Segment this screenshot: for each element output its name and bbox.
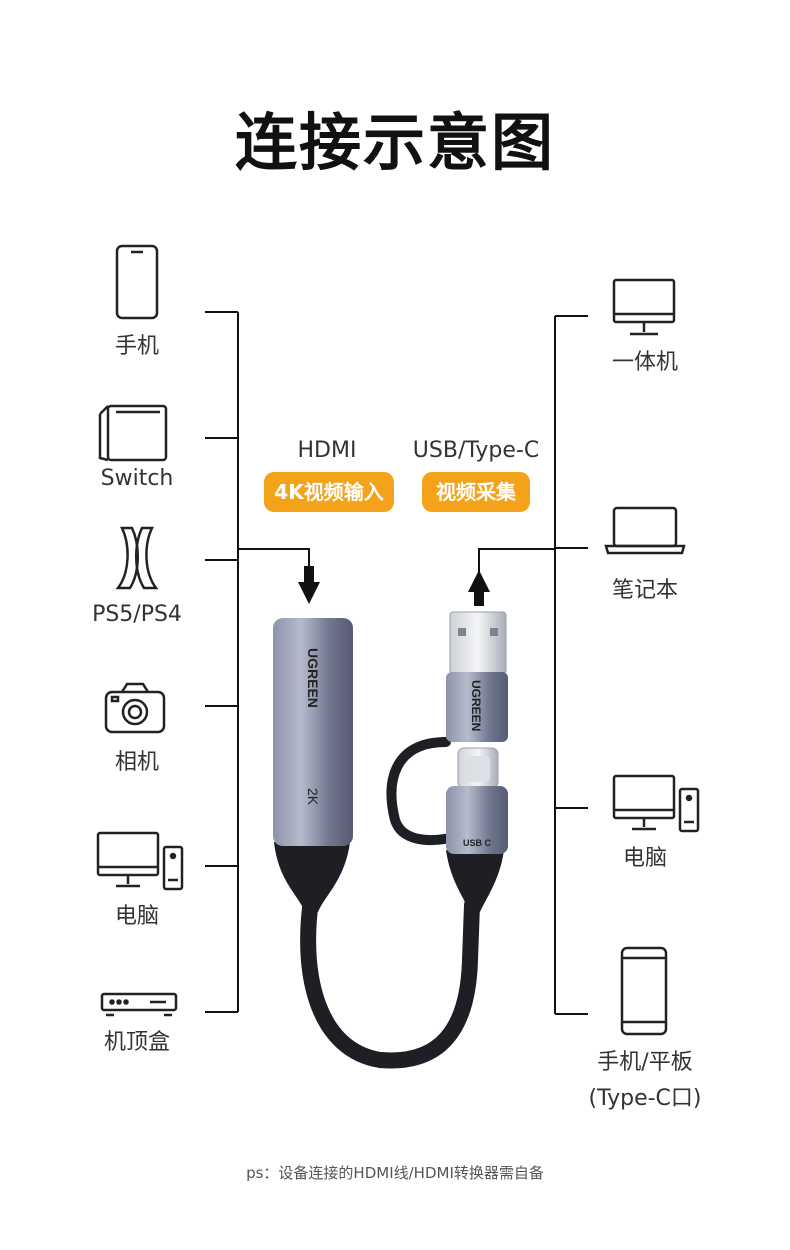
set-top-box-icon — [100, 992, 178, 1017]
cable — [300, 737, 480, 1069]
right-device-label-tablet-port: (Type-C口) — [588, 1086, 702, 1111]
footnote: ps：设备连接的HDMI线/HDMI转换器需自备 — [246, 1164, 544, 1182]
usb-c-body — [446, 786, 508, 854]
usbc-label-text: USB C — [463, 838, 492, 848]
page-title: 连接示意图 — [234, 106, 555, 179]
laptop-icon — [604, 506, 686, 555]
tablet-icon — [620, 946, 668, 1036]
output-arrow — [468, 570, 490, 606]
hdmi-model-text: 2K — [305, 788, 321, 806]
switch-console-icon — [98, 404, 168, 462]
input-arrow — [298, 566, 320, 604]
left-device-label-stb: 机顶盒 — [103, 1030, 170, 1055]
phone-icon — [115, 244, 159, 320]
usb-a-body — [446, 672, 508, 742]
right-bracket — [478, 315, 588, 1015]
left-bracket — [205, 311, 310, 1013]
right-device-label-pc: 电脑 — [622, 846, 667, 871]
hdmi-strain-relief — [274, 842, 350, 912]
input-port-badge: 4K视频输入 — [264, 472, 394, 512]
input-port-name: HDMI — [297, 438, 357, 463]
right-device-label-tablet: 手机/平板 — [597, 1050, 693, 1075]
right-device-label-laptop: 笔记本 — [611, 578, 678, 603]
left-device-label-phone: 手机 — [114, 334, 159, 359]
left-device-label-camera: 相机 — [114, 750, 159, 775]
all-in-one-icon — [612, 278, 676, 336]
output-port-badge: 视频采集 — [422, 472, 530, 512]
output-port-name: USB/Type-C — [412, 438, 540, 463]
left-device-label-switch: Switch — [100, 466, 174, 491]
hdmi-brand-text: UGREEN — [305, 648, 321, 708]
desktop-pc-icon-right — [612, 774, 700, 833]
left-device-label-pc: 电脑 — [114, 904, 159, 929]
hdmi-dongle-body — [273, 618, 353, 846]
right-device-label-aio: 一体机 — [611, 350, 678, 375]
usb-a-plug-tip — [449, 611, 507, 675]
usb-brand-text: UGREEN — [469, 680, 483, 731]
ps5-console-icon — [115, 526, 159, 590]
desktop-pc-icon — [96, 831, 184, 891]
left-device-label-ps5: PS5/PS4 — [92, 602, 182, 627]
usbc-strain-relief — [446, 850, 504, 912]
camera-icon — [104, 682, 166, 734]
